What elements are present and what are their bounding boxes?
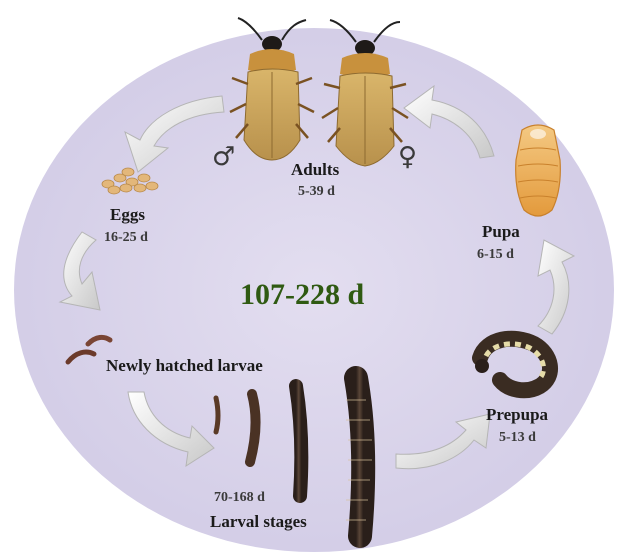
prepupa-duration: 5-13 d [499,430,536,446]
eggs-duration: 16-25 d [104,230,148,246]
pupa-label: Pupa [482,222,520,242]
pupa [516,125,561,216]
male-symbol: ♂ [212,142,235,172]
prepupa-label: Prepupa [486,405,548,425]
female-symbol: ♀ [398,142,417,172]
larval-duration: 70-168 d [214,490,265,506]
newly-hatched-label: Newly hatched larvae [106,356,263,376]
total-duration: 107-228 d [240,278,364,312]
adults-label: Adults [291,160,339,180]
pupa-duration: 6-15 d [477,247,514,263]
adults-duration: 5-39 d [298,184,335,200]
larval-label: Larval stages [210,512,307,532]
eggs-label: Eggs [110,205,145,225]
